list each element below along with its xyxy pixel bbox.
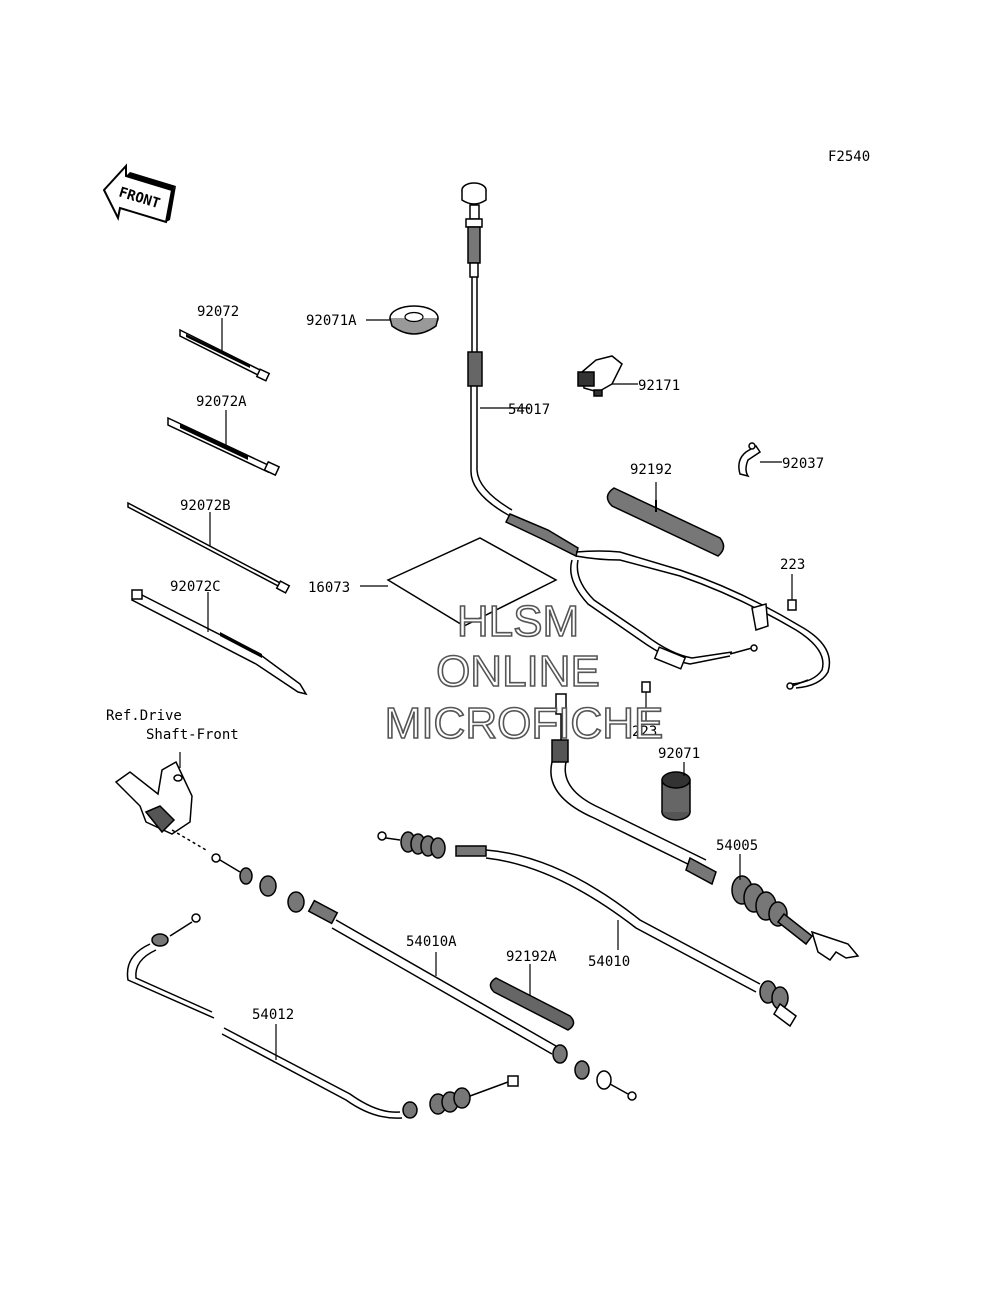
grommet-92071 [661, 762, 691, 821]
label-16073: 16073 [308, 580, 350, 596]
label-92072B: 92072B [180, 498, 231, 514]
ref-note-line1: Ref.Drive [106, 708, 182, 724]
cable-tie-92072A [167, 410, 281, 477]
watermark-line1: HLSM [457, 597, 579, 646]
throttle-cable-assembly [570, 550, 831, 690]
bolt-223-lower [641, 681, 651, 724]
label-92072C: 92072C [170, 579, 221, 595]
grip-92192A [489, 964, 575, 1031]
bolt-223-upper [787, 574, 797, 611]
figure-code: F2540 [828, 149, 870, 165]
grommet-92071A [366, 305, 439, 335]
cable-54005 [550, 693, 860, 962]
label-92171: 92171 [638, 378, 680, 394]
label-54017: 54017 [508, 402, 550, 418]
label-92072: 92072 [197, 304, 239, 320]
label-92071: 92071 [658, 746, 700, 762]
clamp-92171 [577, 355, 638, 397]
label-54012: 54012 [252, 1007, 294, 1023]
choke-cable-54017 [461, 182, 579, 558]
label-92037: 92037 [782, 456, 824, 472]
ref-note-line2: Shaft-Front [146, 727, 239, 743]
label-92071A: 92071A [306, 313, 357, 329]
cable-tie-92072C [130, 589, 308, 696]
watermark: HLSM ONLINE MICROFICHE [384, 596, 664, 749]
cable-54010A [171, 829, 637, 1101]
label-92192: 92192 [630, 462, 672, 478]
label-54010: 54010 [588, 954, 630, 970]
sheet-16073 [360, 537, 558, 627]
front-arrow-icon: FRONT [102, 163, 176, 224]
cable-54012 [126, 913, 519, 1119]
cable-54010 [377, 831, 797, 1028]
drive-shaft-bracket [114, 752, 193, 835]
label-223-lower: 223 [632, 724, 657, 740]
label-54005: 54005 [716, 838, 758, 854]
cable-tie-92072B [127, 501, 291, 594]
grip-92192 [606, 482, 725, 557]
label-92072A: 92072A [196, 394, 247, 410]
clamp-92037 [738, 442, 782, 478]
label-223-upper: 223 [780, 557, 805, 573]
cable-tie-92072 [179, 318, 271, 382]
watermark-line2: ONLINE [436, 647, 600, 696]
label-92192A: 92192A [506, 949, 557, 965]
watermark-line3: MICROFICHE [385, 699, 664, 748]
label-54010A: 54010A [406, 934, 457, 950]
